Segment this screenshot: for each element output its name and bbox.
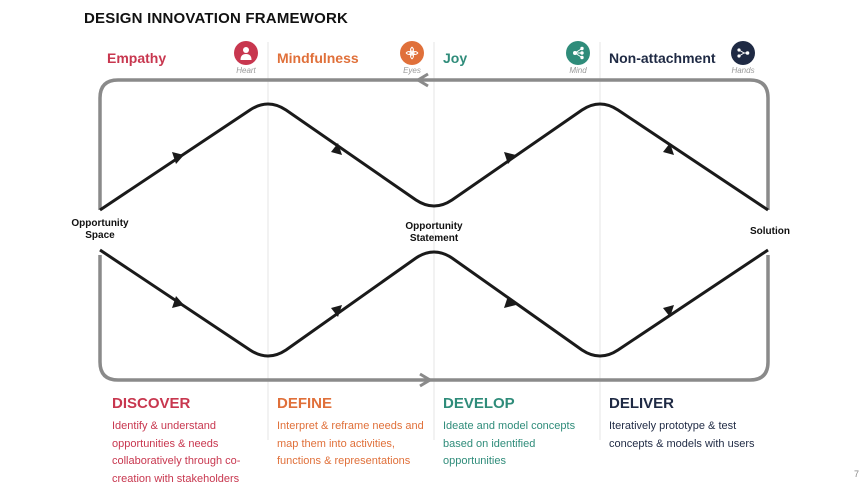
stage-title-deliver: DELIVER (609, 395, 675, 412)
arrow-deliver-down (663, 305, 674, 317)
arrow-define-up (331, 143, 342, 155)
phase-joy: Joy (443, 50, 468, 66)
stage-title-develop: DEVELOP (443, 395, 515, 412)
badge-label-heart: Heart (236, 66, 256, 75)
loop-arrow-bottom (419, 372, 433, 388)
feedback-loop-bottom (98, 255, 770, 382)
arrow-discover-up (172, 152, 184, 164)
stage-desc-define: Interpret & reframe needs and map them i… (277, 420, 424, 467)
person-icon (234, 41, 258, 65)
share-icon (731, 41, 755, 65)
node-opportunity-space-line1: Opportunity (71, 218, 129, 229)
arrow-develop-down (504, 296, 516, 308)
page-title: DESIGN INNOVATION FRAMEWORK (84, 10, 349, 27)
node-opportunity-space: Opportunity Space (62, 218, 138, 242)
lotus-icon (400, 41, 424, 65)
page-number: 7 (853, 469, 859, 479)
arrow-deliver-up (663, 143, 674, 155)
node-solution: Solution (750, 226, 790, 237)
phase-nonattachment: Non-attachment (609, 50, 716, 66)
badge-label-eyes: Eyes (403, 66, 421, 75)
phase-empathy: Empathy (107, 50, 167, 66)
arrow-define-down (331, 305, 342, 317)
stage-title-discover: DISCOVER (112, 395, 191, 412)
stage-desc-develop: Ideate and model concepts based on ident… (443, 420, 576, 467)
phase-mindfulness: Mindfulness (277, 50, 359, 66)
lower-diamond-path (99, 248, 769, 358)
node-opportunity-statement: Opportunity Statement (392, 221, 476, 245)
arrow-discover-down (172, 296, 184, 308)
arrow-develop-up (504, 152, 516, 164)
stage-title-define: DEFINE (277, 395, 333, 412)
badge-label-hands: Hands (731, 66, 755, 75)
upper-diamond-path (99, 102, 769, 212)
stage-desc-deliver: Iteratively prototype & test concepts & … (609, 420, 755, 450)
feedback-loop-top (98, 78, 770, 210)
network-icon (566, 41, 590, 65)
node-opportunity-space-line2: Space (85, 230, 115, 241)
badge-label-mind: Mind (569, 66, 587, 75)
node-opportunity-statement-line1: Opportunity (405, 221, 463, 232)
stage-desc-discover: Identify & understand opportunities & ne… (112, 420, 241, 485)
loop-arrow-top (415, 72, 429, 88)
node-opportunity-statement-line2: Statement (409, 233, 459, 244)
